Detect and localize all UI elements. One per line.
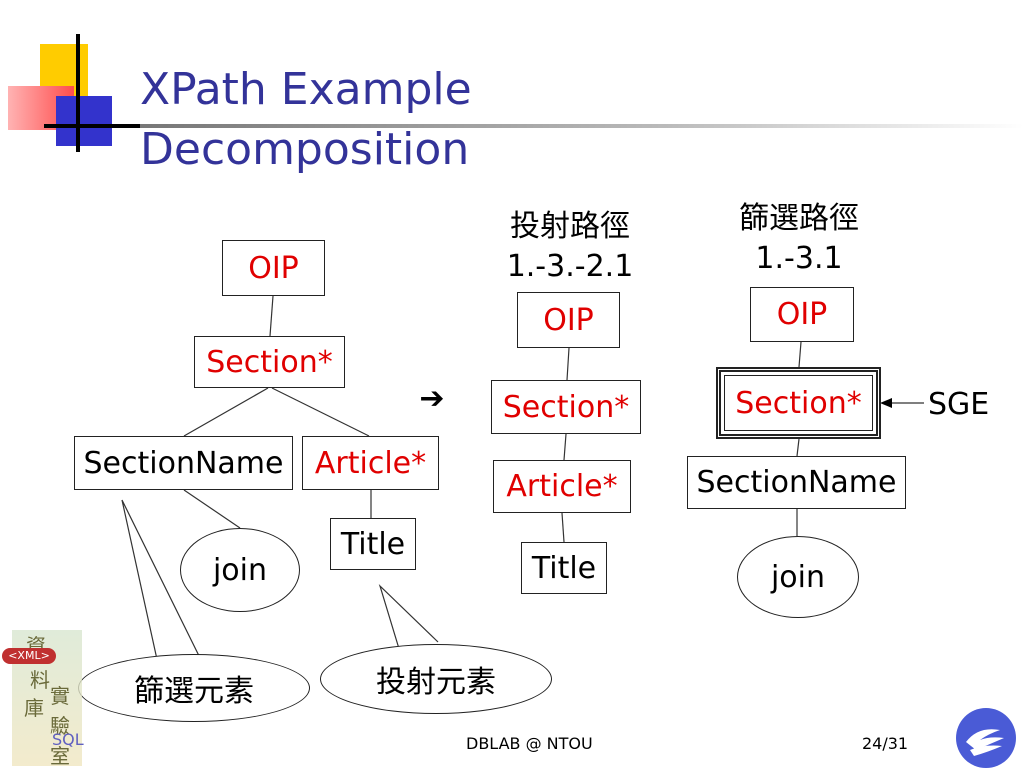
slide-title-line-2: Decomposition bbox=[140, 124, 470, 175]
left-title-node: Title bbox=[330, 518, 416, 570]
middle-oip-node: OIP bbox=[517, 292, 620, 348]
middle-article-node: Article* bbox=[493, 460, 631, 513]
logo-char-3: 庫 bbox=[24, 696, 44, 720]
right-join-text: join bbox=[770, 559, 826, 595]
left-join-node: join bbox=[180, 528, 300, 612]
title-rule bbox=[140, 124, 1024, 128]
right-oip-node: OIP bbox=[750, 287, 854, 342]
right-join-node: join bbox=[737, 536, 859, 618]
footer-page-number: 24/31 bbox=[862, 734, 909, 753]
middle-heading-cn: 投射路徑 bbox=[510, 209, 630, 244]
logo-xml-badge: <XML> bbox=[2, 648, 56, 664]
callout-filter-element: 篩選元素 bbox=[78, 654, 310, 722]
callout-filter-element-text: 篩選元素 bbox=[134, 674, 254, 709]
right-sectionname-node: SectionName bbox=[687, 456, 906, 509]
middle-heading-path: 1.-3.-2.1 bbox=[506, 249, 634, 284]
callout-projection-element: 投射元素 bbox=[320, 644, 552, 714]
left-oip-node: OIP bbox=[222, 240, 325, 296]
left-join-text: join bbox=[212, 552, 268, 588]
logo-sql-text: SQL bbox=[52, 730, 84, 749]
university-logo bbox=[956, 708, 1016, 768]
right-heading-path: 1.-3.1 bbox=[755, 241, 843, 276]
footer-center: DBLAB @ NTOU bbox=[466, 734, 593, 753]
sge-label: SGE bbox=[928, 387, 990, 422]
right-section-node: Section* bbox=[716, 367, 881, 439]
logo-char-5: 驗 bbox=[50, 714, 70, 738]
right-heading-cn: 篩選路徑 bbox=[739, 201, 859, 236]
transform-arrow: ➔ bbox=[419, 381, 445, 416]
logo-char-4: 實 bbox=[50, 684, 70, 708]
corner-decoration bbox=[0, 0, 144, 160]
middle-title-node: Title bbox=[521, 542, 607, 594]
logo-char-6: 室 bbox=[50, 744, 70, 768]
left-article-node: Article* bbox=[302, 436, 439, 490]
logo-xml-text: <XML> bbox=[8, 649, 50, 662]
logo-char-2: 料 bbox=[30, 668, 50, 692]
left-section-node: Section* bbox=[194, 336, 345, 388]
middle-section-node: Section* bbox=[491, 380, 641, 434]
callout-projection-element-text: 投射元素 bbox=[376, 665, 496, 700]
left-sectionname-node: SectionName bbox=[74, 436, 293, 490]
lab-logo: 資 料 庫 實 驗 室 <XML> SQL bbox=[2, 630, 98, 768]
slide-title-line-1: XPath Example bbox=[140, 64, 472, 115]
